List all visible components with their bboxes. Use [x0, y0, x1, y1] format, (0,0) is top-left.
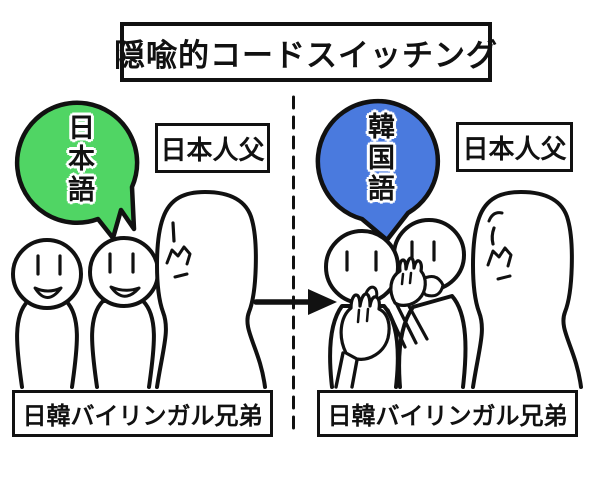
bilingual-brothers-label-right: 日韓バイリンガル兄弟 — [317, 390, 578, 437]
whisper-hands — [334, 256, 427, 389]
arrow-head — [308, 289, 337, 315]
transition-arrow — [253, 289, 337, 315]
bilingual-brothers-label-left: 日韓バイリンガル兄弟 — [12, 390, 273, 437]
front-brother-hand — [339, 292, 391, 361]
brother-1-mouth — [33, 286, 63, 299]
father-label-right: 日本人父 — [456, 122, 573, 172]
right-scene — [315, 98, 583, 389]
bubble-text-korean: 韓国語 — [363, 112, 395, 205]
father-right-mouth — [496, 274, 512, 281]
father-label-left: 日本人父 — [155, 123, 270, 173]
brother-1-figure — [11, 238, 83, 389]
father-right-eyebrow — [487, 211, 504, 223]
father-label-left-text: 日本人父 — [160, 135, 265, 166]
front-hand-knuckle-1 — [356, 308, 361, 324]
title-text: 隠喩的コードスイッチング — [114, 37, 498, 74]
front-brother-head — [324, 229, 400, 305]
front-brother-arm-line-2 — [350, 358, 359, 389]
father-right-nose — [486, 246, 513, 268]
front-hand-knuckle-2 — [365, 307, 370, 323]
brother-2-figure — [88, 236, 160, 389]
bilingual-brothers-label-left-text: 日韓バイリンガル兄弟 — [22, 402, 263, 430]
front-brother-arm-line-1 — [334, 351, 345, 389]
whisperer-hand — [389, 256, 427, 307]
brother-1-head — [11, 238, 83, 310]
left-scene — [11, 100, 267, 389]
speech-bubble-blue — [315, 98, 441, 243]
title-box: 隠喩的コードスイッチング — [114, 22, 497, 82]
father-left-mouth — [173, 272, 189, 279]
whisperer-arm-line-2 — [394, 301, 418, 345]
brother-2-mouth — [109, 285, 141, 298]
father-figure-left — [155, 190, 267, 389]
father-figure-right — [471, 190, 583, 389]
whisper-hand-knuckle-1 — [400, 272, 405, 286]
father-right-eye — [490, 226, 496, 246]
bubble-text-japanese: 日本語 — [63, 113, 95, 206]
father-label-right-text: 日本人父 — [462, 134, 567, 165]
bilingual-brothers-label-right-text: 日韓バイリンガル兄弟 — [327, 402, 568, 430]
whisper-hand-knuckle-2 — [408, 271, 413, 285]
father-left-nose — [165, 245, 192, 266]
speech-bubble-green — [14, 100, 140, 241]
father-left-eye — [171, 221, 176, 243]
